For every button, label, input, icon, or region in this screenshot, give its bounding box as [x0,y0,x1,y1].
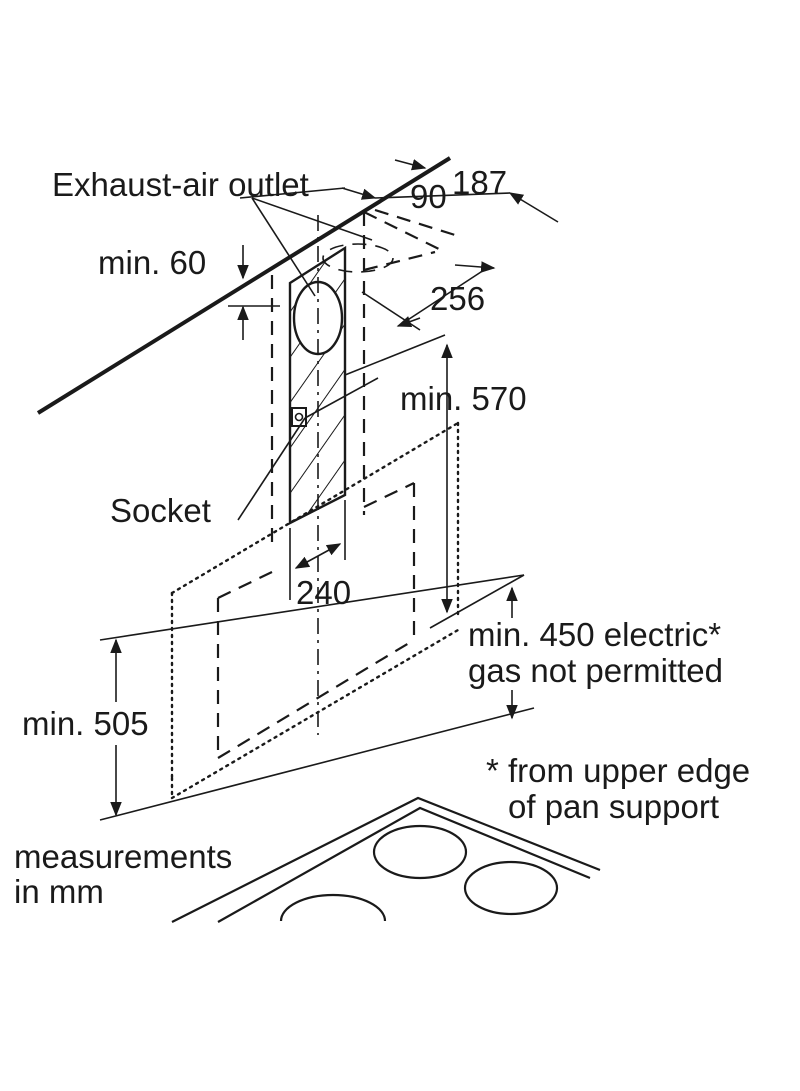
dimension-187 [374,159,559,223]
ceiling-edge-line [36,156,452,415]
dimension-187-label: 187 [452,164,507,201]
hob [171,796,601,923]
measurements-note-line1: measurements [14,838,232,875]
socket-box [291,407,307,427]
socket-label: Socket [110,492,211,529]
dimension-256 [361,261,496,331]
dimension-240-label: 240 [296,574,351,611]
min-570-label: min. 570 [400,380,527,417]
dimension-90-label: 90 [410,178,447,215]
measurements-note-line2: in mm [14,873,104,910]
leader-lines [237,187,379,521]
chimney-cover-outline [216,208,456,759]
footnote-line2: of pan support [508,788,719,825]
dimension-min-60 [228,245,280,340]
min-450-label-line1: min. 450 electric* [468,616,721,653]
exhaust-air-outlet-label: Exhaust-air outlet [52,166,309,203]
dimension-256-label: 256 [430,280,485,317]
min-450-label-line2: gas not permitted [468,652,723,689]
footnote-line1: * from upper edge [486,752,750,789]
min-60-label: min. 60 [98,244,206,281]
dimension-240 [289,500,346,600]
dimension-min-570 [344,334,525,629]
dimension-90 [341,187,377,200]
min-505-label: min. 505 [22,705,149,742]
hood-underside-line [99,574,525,641]
pan-support-line [99,707,535,821]
